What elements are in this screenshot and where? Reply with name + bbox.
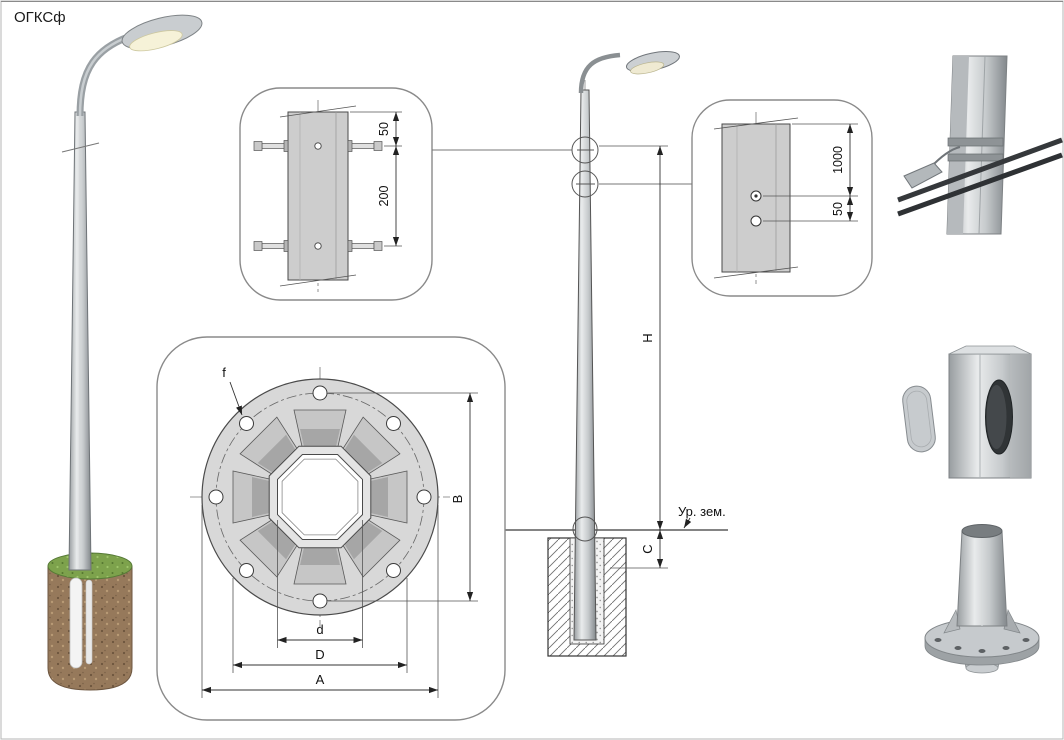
ground-level-arrow [683,517,692,529]
break-line-top [713,117,799,130]
dim-label-D: D [315,647,324,662]
pole-elevation-view: H C Ур. зем. [432,51,728,657]
dim-label-f: f [222,365,226,380]
luminaire-elevation [625,51,680,75]
photo-base-flange [924,524,1040,674]
photo-handhole [902,345,1032,479]
detail-marker-upper [571,136,599,164]
flange-plan-callout: f B d D A [156,336,506,721]
pole-arm-elevation [578,52,621,94]
dim-label-H: H [640,333,655,342]
pole-top-face [948,345,1032,355]
flange-bolt-hole [978,649,986,653]
band-clamp-lower [947,153,1004,162]
dim-label-B: B [450,495,465,504]
anchor-sleeve-2 [85,579,93,665]
drawing-title: ОГКСф [14,9,66,26]
leader-f [229,381,243,416]
pole-facet-shade [1010,354,1031,478]
pole-3d-render [47,14,203,691]
handhole-inner [986,385,1007,449]
detail-hole-callout: 1000 50 [691,99,873,297]
octagon-wall [281,458,359,536]
shaft-open-top [961,524,1003,538]
dim-label-A: A [316,672,325,687]
flange-bolt-hole [1022,638,1030,642]
flange-bolt-hole [1002,646,1010,650]
anchor-sleeve [69,577,83,669]
pole-break-mark [61,142,100,153]
mount-hole-lower [750,215,762,227]
break-line-top [279,105,357,118]
dim-label-200: 200 [377,186,391,207]
flange-bolt-hole [934,638,942,642]
mount-hole-center [754,194,758,198]
break-line-bottom [279,274,357,287]
detail-marker-base [572,516,598,542]
pole-shaft-elevation [573,89,597,641]
dim-label-1000: 1000 [831,146,845,174]
dim-label-50: 50 [377,122,391,136]
octagon-opening [277,454,363,540]
detail-marker-lower [571,170,599,198]
dim-label-50: 50 [831,202,845,216]
luminaire-3d [121,14,203,52]
luminaire-diffuser [630,61,665,75]
wedge-clamp [903,162,943,189]
detail-clamp-callout: 50 200 [239,87,433,301]
dim-label-d: d [316,622,323,637]
band-clamp-upper [947,137,1004,147]
bolt-row-upper [253,140,383,152]
bolt-row-lower [253,240,383,252]
dim-label-C: C [640,544,655,553]
flange-bolt-hole [954,646,962,650]
break-line-bottom [713,266,799,279]
luminaire-diffuser [129,30,183,52]
pole-section [287,111,349,281]
cable-1 [897,137,1063,203]
cable-2 [897,152,1063,217]
handhole-cover [902,385,936,453]
photo-cable-clamp [897,55,1063,235]
bolt-holes [208,385,432,609]
ground-level-label: Ур. зем. [678,504,726,519]
